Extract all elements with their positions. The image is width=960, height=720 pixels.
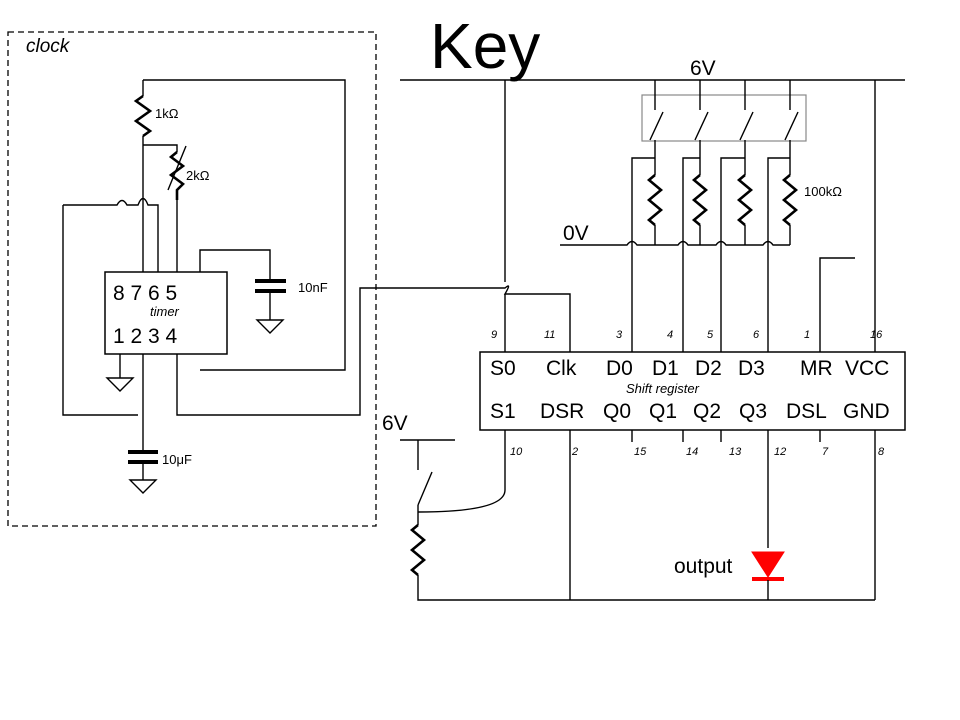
- shift-register-bottom-pin-numbers: 10 2 15 14 13 12 7 8: [510, 446, 885, 458]
- sr-pin-13: 13: [729, 446, 742, 458]
- ground-symbol-10uF: [128, 479, 158, 494]
- ground-symbol-timer: [105, 377, 135, 392]
- sr-name-q2: Q2: [693, 400, 721, 423]
- timer-bottom-pins: 1 2 3 4: [113, 325, 178, 348]
- sr-name-mr: MR: [800, 357, 833, 380]
- label-10nF: 10nF: [298, 280, 328, 295]
- sr-pin-5: 5: [707, 329, 714, 341]
- switch-bank: [649, 80, 799, 158]
- timer-top-pins: 8 7 6 5: [113, 282, 177, 305]
- sr-pin-3: 3: [616, 329, 623, 341]
- key-section: 6V: [382, 57, 906, 601]
- sr-name-dsl: DSL: [786, 400, 827, 423]
- sr-pin-7: 7: [822, 446, 829, 458]
- sr-pin-12: 12: [774, 446, 786, 458]
- clock-boundary: [7, 31, 377, 527]
- sr-pin-10: 10: [510, 446, 523, 458]
- sr-name-q1: Q1: [649, 400, 677, 423]
- sr-name-clk: Clk: [546, 357, 577, 380]
- variable-arrow: [167, 145, 187, 191]
- sr-name-q0: Q0: [603, 400, 631, 423]
- sr-pin-4: 4: [667, 329, 673, 341]
- label-1k: 1kΩ: [155, 106, 179, 121]
- supply-6v-top: 6V: [690, 57, 716, 80]
- sr-name-d0: D0: [606, 357, 633, 380]
- shift-register-ic: [479, 351, 906, 431]
- sr-pin-14: 14: [686, 446, 698, 458]
- sr-pin-9: 9: [491, 329, 497, 341]
- ground-symbol-10nF: [255, 319, 285, 334]
- supply-6v-key: 6V: [382, 412, 408, 435]
- sr-pin-16: 16: [870, 329, 883, 341]
- sr-name-s0: S0: [490, 357, 516, 380]
- output-led: [751, 551, 785, 578]
- resistor-1k: [133, 94, 153, 138]
- label-2k: 2kΩ: [186, 168, 210, 183]
- sr-name-dsr: DSR: [540, 400, 584, 423]
- sr-pin-15: 15: [634, 446, 647, 458]
- resistor-2k: [168, 151, 186, 200]
- clock-label: clock: [26, 36, 71, 57]
- sr-pin-6: 6: [753, 329, 760, 341]
- timer-ic: [104, 271, 228, 355]
- sr-name-q3: Q3: [739, 400, 767, 423]
- label-10uF: 10μF: [162, 452, 192, 467]
- sr-name-gnd: GND: [843, 400, 890, 423]
- supply-0v: 0V: [563, 222, 589, 245]
- sr-name-d3: D3: [738, 357, 765, 380]
- clock-section: clock 1kΩ 2kΩ 8 7 6 5 timer 1 2 3 4 10nF: [7, 31, 571, 527]
- sr-name-d2: D2: [695, 357, 722, 380]
- sr-pin-11: 11: [544, 329, 555, 341]
- sr-name-s1: S1: [490, 400, 516, 423]
- timer-label: timer: [150, 304, 180, 319]
- output-label: output: [674, 555, 733, 578]
- diagram-title: Key: [430, 10, 540, 82]
- shift-register-bottom-names: S1 DSR Q0 Q1 Q2 Q3 DSL GND: [490, 400, 890, 423]
- resistor-key: [409, 524, 427, 576]
- key-switch: [417, 471, 433, 506]
- sr-pin-8: 8: [878, 446, 885, 458]
- switch-bank-group: [641, 94, 807, 142]
- shift-register-label: Shift register: [626, 381, 700, 396]
- sr-pin-2: 2: [571, 446, 578, 458]
- sr-pin-1: 1: [804, 329, 810, 341]
- sr-name-d1: D1: [652, 357, 679, 380]
- label-100k: 100kΩ: [804, 184, 842, 199]
- pulldown-resistors: [631, 157, 799, 352]
- shift-register-top-names: S0 Clk D0 D1 D2 D3 MR VCC: [490, 357, 889, 380]
- sr-name-vcc: VCC: [845, 357, 889, 380]
- shift-register-top-pin-numbers: 9 11 3 4 5 6 1 16: [491, 329, 883, 341]
